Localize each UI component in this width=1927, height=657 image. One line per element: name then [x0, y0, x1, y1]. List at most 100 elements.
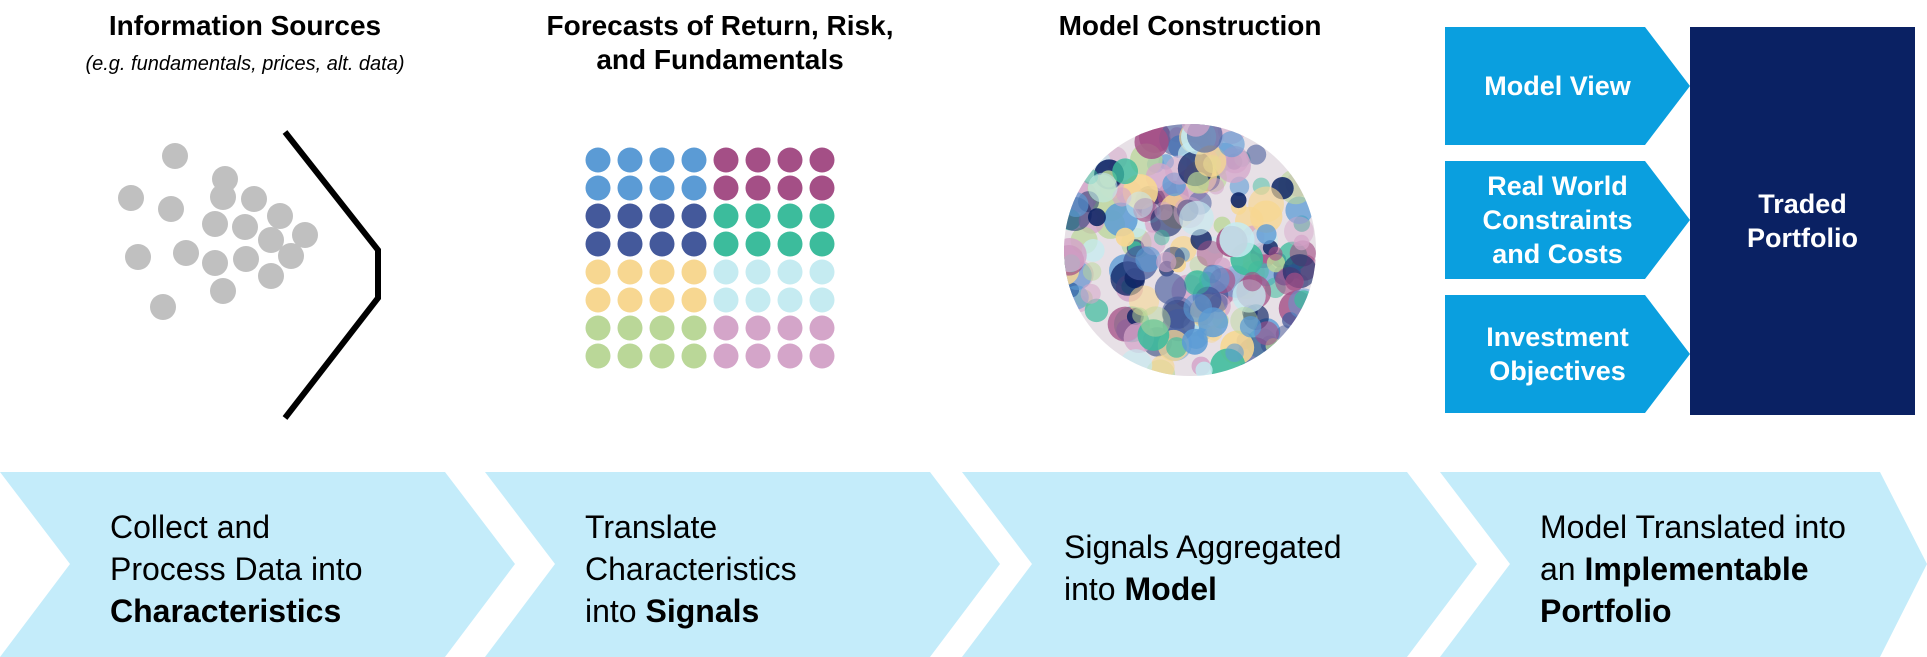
model-dot [1112, 158, 1139, 185]
objectives-label: Investment Objectives [1445, 295, 1670, 413]
process-step-1: Collect and Process Data into Characteri… [0, 472, 520, 657]
model-dot [1194, 145, 1227, 177]
model-dot [1242, 271, 1263, 292]
model-dot [1185, 270, 1211, 295]
signal-dot [617, 231, 643, 257]
model-dot [1087, 172, 1118, 203]
model-dot [1154, 272, 1187, 305]
constraints-arrow [1445, 161, 1690, 279]
gray-dot [210, 184, 236, 210]
gray-dot [292, 222, 318, 248]
signal-dot [681, 343, 707, 369]
model-dot [1140, 306, 1171, 337]
signal-dot [745, 147, 771, 173]
signal-dot [585, 231, 611, 257]
signal-dot [617, 315, 643, 341]
signal-dot [809, 343, 835, 369]
step-3-line1: Signals Aggregated [1064, 529, 1342, 565]
step-1-line1: Collect and [110, 509, 271, 545]
step-2-pre: into [585, 593, 646, 629]
model-dot [1134, 124, 1169, 160]
step-3-pre: into [1064, 571, 1125, 607]
gray-dot [202, 250, 228, 276]
signal-dot [777, 203, 803, 229]
gray-dot [241, 186, 267, 212]
signal-dot [681, 231, 707, 257]
gray-dot [267, 203, 293, 229]
constraints-line1: Real World [1487, 171, 1628, 201]
step-2-bold: Signals [645, 593, 760, 629]
signal-dot [809, 147, 835, 173]
step-4-line3: Portfolio [1540, 593, 1672, 629]
model-dot [1132, 307, 1148, 324]
objectives-line1: Investment [1486, 322, 1629, 352]
model-dot [1181, 124, 1211, 137]
signal-dot [649, 231, 675, 257]
signal-dot [585, 343, 611, 369]
stage-2-title-line1: Forecasts of Return, Risk, [546, 10, 894, 41]
stage-2-title: Forecasts of Return, Risk, and Fundament… [500, 9, 940, 77]
stage-3-title: Model Construction [1058, 10, 1322, 41]
signal-dot [585, 259, 611, 285]
step-4-pre: an [1540, 551, 1585, 587]
signal-dot [777, 343, 803, 369]
constraints-label: Real World Constraints and Costs [1445, 161, 1670, 279]
traded-line2: Portfolio [1747, 223, 1858, 253]
signal-dot [713, 147, 739, 173]
model-dot [1230, 192, 1247, 209]
model-view-label: Model View [1484, 71, 1631, 101]
signal-dot [649, 343, 675, 369]
signal-dot [809, 259, 835, 285]
gray-dot [210, 278, 236, 304]
signal-dot [777, 231, 803, 257]
signal-dot [809, 315, 835, 341]
signal-dot [777, 147, 803, 173]
model-dot [1084, 298, 1109, 323]
model-dot [1080, 283, 1101, 304]
signal-dot [745, 343, 771, 369]
model-dot [1218, 131, 1245, 158]
model-dot [1207, 178, 1225, 195]
model-dot [1183, 293, 1213, 323]
step-1-bold: Characteristics [110, 593, 342, 629]
gray-dot [150, 294, 176, 320]
signal-dot [617, 203, 643, 229]
constraints-line3: and Costs [1492, 239, 1623, 269]
model-dot [1268, 246, 1283, 261]
signal-dot [713, 203, 739, 229]
model-dot [1246, 144, 1267, 165]
process-step-1-text: Collect and Process Data into Characteri… [110, 506, 363, 632]
signal-dot [777, 315, 803, 341]
signal-dot [649, 175, 675, 201]
signal-dot [649, 203, 675, 229]
model-dot [1064, 192, 1089, 218]
signal-dot [585, 287, 611, 313]
stage-1-title: Information Sources [108, 10, 382, 41]
model-dot [1154, 201, 1173, 221]
model-dot [1137, 319, 1170, 351]
model-dot [1081, 238, 1105, 262]
funnel-bracket [282, 130, 381, 420]
model-dot [1126, 191, 1153, 219]
model-dot [1225, 343, 1244, 363]
model-dot [1135, 246, 1162, 273]
signal-grid-graphic [585, 147, 835, 369]
model-dot [1082, 262, 1102, 281]
step-1-line2: Process Data into [110, 551, 363, 587]
signal-dot [585, 203, 611, 229]
signal-dot [617, 175, 643, 201]
signal-dot [713, 259, 739, 285]
signal-dot [745, 259, 771, 285]
signal-dot [681, 315, 707, 341]
signal-dot [617, 343, 643, 369]
signal-dot [713, 231, 739, 257]
model-dot [1293, 234, 1310, 251]
model-dot [1166, 337, 1187, 358]
model-dot [1219, 222, 1255, 258]
objectives-line2: Objectives [1489, 356, 1626, 386]
signal-dot [745, 287, 771, 313]
gray-dot [125, 244, 151, 270]
objectives-arrow [1445, 295, 1690, 413]
signal-dot [681, 203, 707, 229]
gray-dot [202, 211, 228, 237]
